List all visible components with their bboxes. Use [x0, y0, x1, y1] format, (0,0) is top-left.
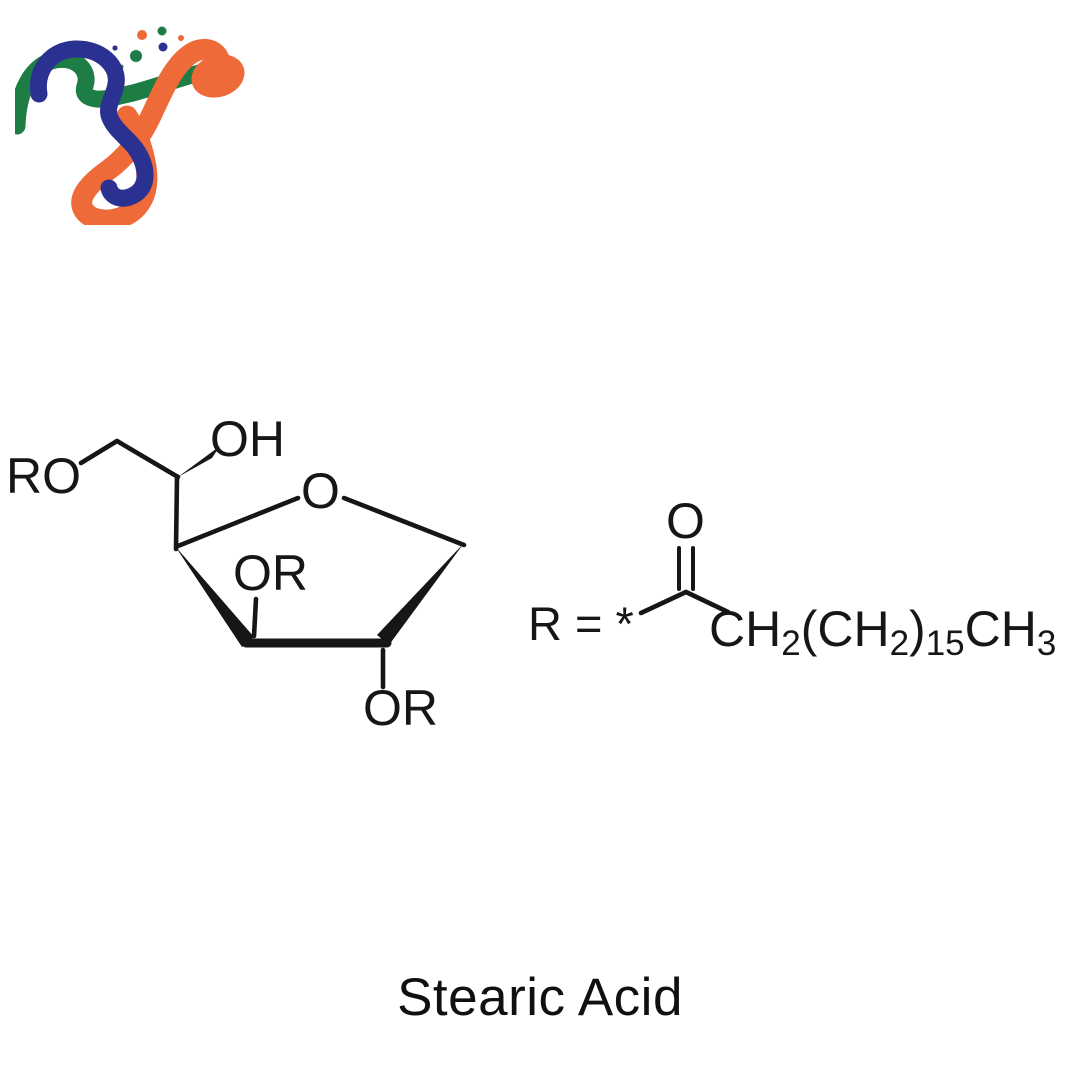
logo-dot [130, 50, 142, 62]
label-r-definition: R = * [528, 597, 634, 650]
bond-lines [78, 438, 731, 690]
chain-part: CH [964, 601, 1037, 657]
logo-dot [112, 45, 118, 51]
label-carbonyl-o: O [666, 493, 705, 549]
logo-dot [158, 42, 168, 52]
blue-ribbon [29, 40, 154, 207]
bond-star-carbonyl [638, 589, 689, 616]
wedge-c4-c3 [175, 546, 254, 647]
logo-dot [137, 30, 147, 40]
bond-c5-c4 [173, 474, 180, 552]
label-oh: OH [210, 411, 285, 467]
chain-subscript: 2 [889, 624, 910, 663]
compound-title: Stearic Acid [397, 968, 683, 1027]
wedge-bonds [175, 446, 464, 647]
bond-c4-ringO [175, 495, 301, 549]
orange-ribbon-end [191, 54, 245, 98]
label-ro: RO [6, 448, 81, 504]
bond-c3-or [251, 596, 259, 639]
logo-dot [157, 26, 167, 36]
brand-logo [15, 26, 245, 225]
chain-subscript: 3 [1036, 624, 1057, 663]
bond-carbonyl-chain [683, 589, 731, 615]
wedge-c1-c2 [377, 543, 464, 645]
label-ring-o: O [301, 463, 340, 519]
chain-part: CH [709, 601, 782, 657]
bond-ringO-c1 [341, 495, 467, 548]
bond-ro-ch2 [78, 438, 120, 466]
logo-dot [178, 35, 184, 41]
bond-ch2-c5 [114, 438, 181, 480]
chain-subscript: 2 [781, 624, 801, 663]
wedge-c5-oh [178, 446, 220, 477]
label-or-bottom: OR [363, 680, 438, 736]
label-or-mid: OR [233, 545, 308, 601]
chain-part: ) [909, 601, 926, 657]
chain-subscript: 15 [925, 624, 965, 663]
chain-formula: CH2(CH2)15CH3 [709, 604, 1056, 661]
chain-part: (CH [800, 601, 890, 657]
